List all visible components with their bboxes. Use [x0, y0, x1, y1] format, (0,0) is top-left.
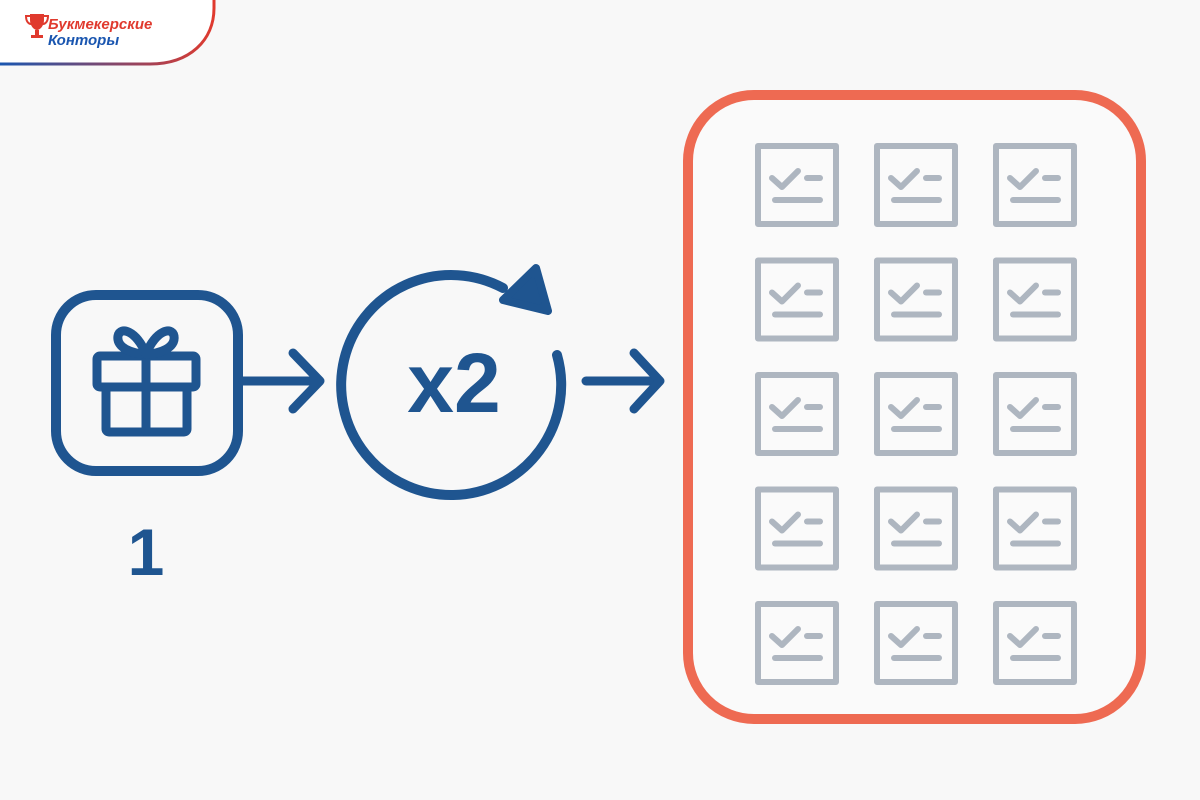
gift-count: 1	[128, 515, 165, 589]
gift-box-frame	[51, 290, 243, 476]
checklist-icon	[755, 486, 839, 571]
rotate-arrow-icon	[336, 270, 567, 501]
checklist-icon	[993, 372, 1077, 456]
checklist-icon	[755, 372, 839, 456]
checklist-icon	[993, 601, 1077, 685]
checklist-icon	[874, 372, 958, 456]
checklist-icon	[874, 257, 958, 342]
multiplier: x2	[336, 264, 567, 501]
logo[interactable]: Букмекерские Конторы	[0, 0, 216, 66]
gift-icon	[92, 326, 201, 437]
checklist-icon	[874, 486, 958, 571]
checklist-grid	[755, 143, 1077, 685]
checklist-icon	[993, 486, 1077, 571]
checklist-icon	[874, 143, 958, 227]
arrow-1	[238, 348, 325, 414]
multiplier-label: x2	[407, 336, 500, 430]
checklist-icon	[993, 143, 1077, 227]
logo-badge-border	[0, 0, 216, 66]
logo-line1: Букмекерские	[48, 16, 152, 33]
logo-line2: Конторы	[48, 32, 119, 49]
checklist-icon	[755, 143, 839, 227]
checklist-icon	[755, 257, 839, 342]
checklist-container	[683, 90, 1146, 724]
arrow-2	[581, 348, 665, 414]
rotate-arrow-head	[499, 264, 552, 315]
logo-badge	[0, 0, 214, 64]
gift-box-card	[51, 290, 243, 476]
checklist-icon	[993, 257, 1077, 342]
checklist-icon	[755, 601, 839, 685]
checklist-icon	[874, 601, 958, 685]
trophy-icon	[24, 14, 50, 38]
